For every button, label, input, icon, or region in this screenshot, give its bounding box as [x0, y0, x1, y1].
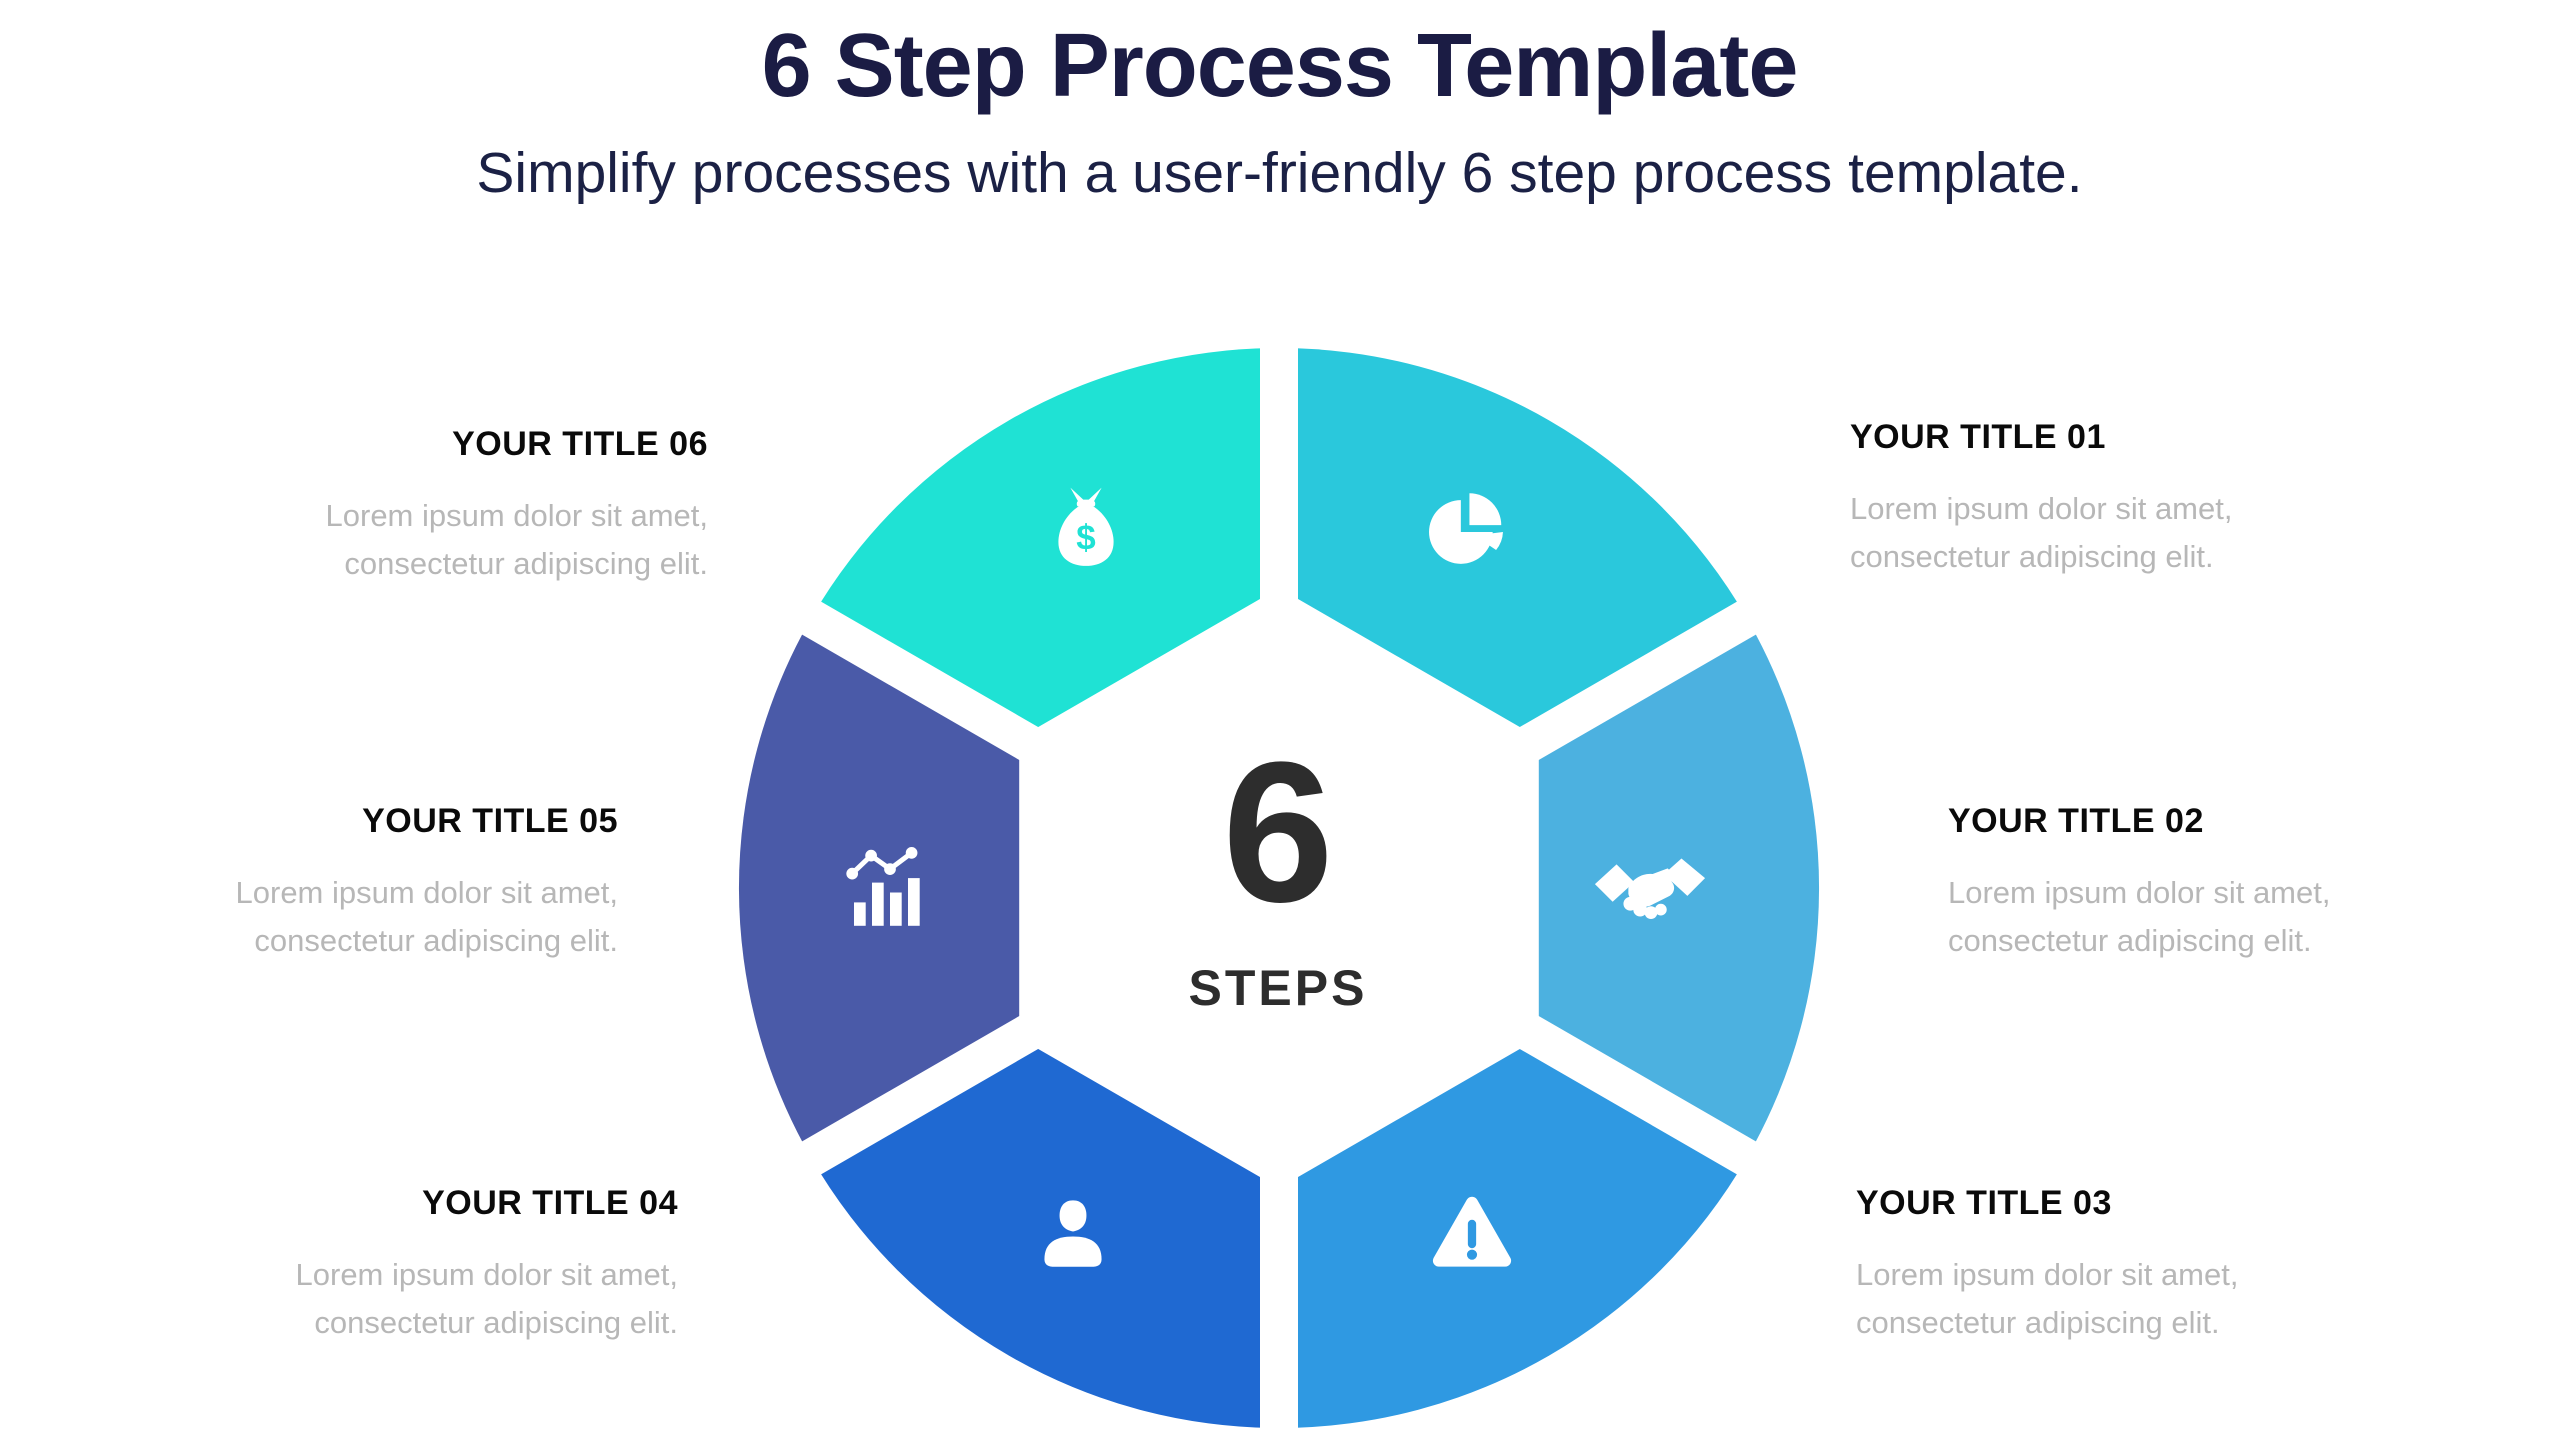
step-title-03: YOUR TITLE 03 — [1856, 1184, 2112, 1222]
analytics-icon — [830, 838, 950, 938]
warning-icon — [1412, 1184, 1532, 1284]
step-description-06: Lorem ipsum dolor sit amet, consectetur … — [325, 498, 708, 581]
step-block-01: YOUR TITLE 01 Lorem ipsum dolor sit amet… — [1850, 415, 2330, 581]
person-icon — [1013, 1184, 1133, 1284]
wheel-center: 6 STEPS — [1188, 721, 1368, 1016]
steps-label: STEPS — [1188, 960, 1368, 1016]
step-description-04: Lorem ipsum dolor sit amet, consectetur … — [295, 1257, 678, 1340]
step-block-06: YOUR TITLE 06 Lorem ipsum dolor sit amet… — [228, 422, 708, 588]
dollar-glyph: $ — [1076, 518, 1095, 557]
steps-count: 6 — [1222, 721, 1334, 944]
step-block-05: YOUR TITLE 05 Lorem ipsum dolor sit amet… — [138, 799, 618, 965]
handshake-icon — [1590, 838, 1710, 938]
step-description-03: Lorem ipsum dolor sit amet, consectetur … — [1856, 1257, 2239, 1340]
step-block-04: YOUR TITLE 04 Lorem ipsum dolor sit amet… — [198, 1181, 678, 1347]
warning-exclamation-dot — [1466, 1249, 1478, 1260]
pie-chart-icon — [1406, 482, 1526, 582]
page-title: 6 Step Process Template — [761, 16, 1799, 116]
process-wheel — [738, 343, 1820, 1433]
step-title-04: YOUR TITLE 04 — [422, 1184, 678, 1222]
segment-02-shape — [1279, 618, 1820, 1158]
step-block-03: YOUR TITLE 03 Lorem ipsum dolor sit amet… — [1856, 1181, 2336, 1347]
segment-05-shape — [738, 618, 1279, 1158]
center-hexagon — [1019, 588, 1539, 1188]
step-title-01: YOUR TITLE 01 — [1850, 418, 2106, 456]
step-title-05: YOUR TITLE 05 — [362, 802, 618, 840]
step-block-02: YOUR TITLE 02 Lorem ipsum dolor sit amet… — [1948, 799, 2428, 965]
step-description-02: Lorem ipsum dolor sit amet, consectetur … — [1948, 875, 2331, 958]
money-bag-icon: $ — [1026, 480, 1146, 580]
step-title-06: YOUR TITLE 06 — [452, 425, 708, 463]
page-subtitle: Simplify processes with a user-friendly … — [476, 141, 2083, 205]
step-description-01: Lorem ipsum dolor sit amet, consectetur … — [1850, 491, 2233, 574]
step-description-05: Lorem ipsum dolor sit amet, consectetur … — [235, 875, 618, 958]
step-title-02: YOUR TITLE 02 — [1948, 802, 2204, 840]
